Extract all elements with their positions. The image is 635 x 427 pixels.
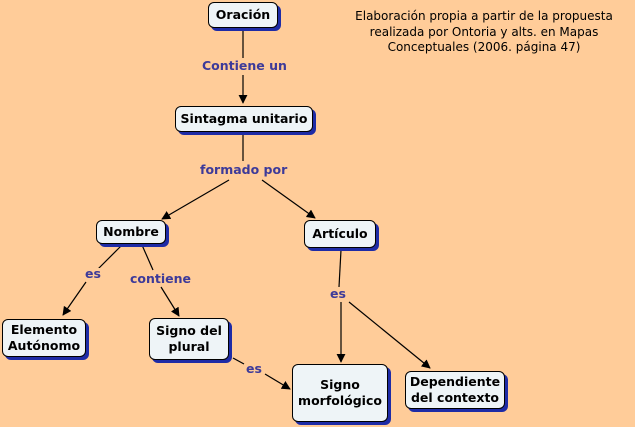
edge-articulo-es	[338, 249, 342, 288]
concept-signo-morfologico: Signo morfológico	[292, 364, 388, 422]
edge-es-dependiente	[348, 301, 431, 369]
source-note: Elaboración propia a partir de la propue…	[355, 9, 613, 55]
link-label-contiene: contiene	[130, 271, 192, 286]
edge-formado-por-articulo	[261, 179, 316, 219]
concept-dependiente-del-contexto: Dependiente del contexto	[405, 371, 505, 409]
link-label-articulo-es: es	[330, 286, 346, 301]
edge-contiene-plural	[160, 286, 180, 317]
concept-sintagma-unitario: Sintagma unitario	[175, 106, 313, 132]
edge-nombre-contiene	[141, 244, 154, 271]
concept-articulo: Artículo	[304, 220, 376, 248]
link-label-plural-es: es	[246, 361, 262, 376]
concept-oracion: Oración	[208, 2, 278, 28]
edge-es-elemento	[62, 281, 87, 316]
link-label-nombre-es: es	[85, 266, 101, 281]
edge-nombre-es	[97, 244, 123, 270]
edge-es-morfologico-2	[264, 373, 291, 390]
edge-plural-es	[232, 357, 245, 365]
concept-signo-del-plural: Signo del plural	[149, 318, 229, 360]
concept-elemento-autonomo: Elemento Autónomo	[2, 319, 86, 357]
concept-nombre: Nombre	[96, 220, 166, 244]
link-label-contiene-un: Contiene un	[202, 58, 287, 73]
edge-formado-por-nombre	[161, 179, 230, 220]
link-label-formado-por: formado por	[200, 162, 288, 177]
